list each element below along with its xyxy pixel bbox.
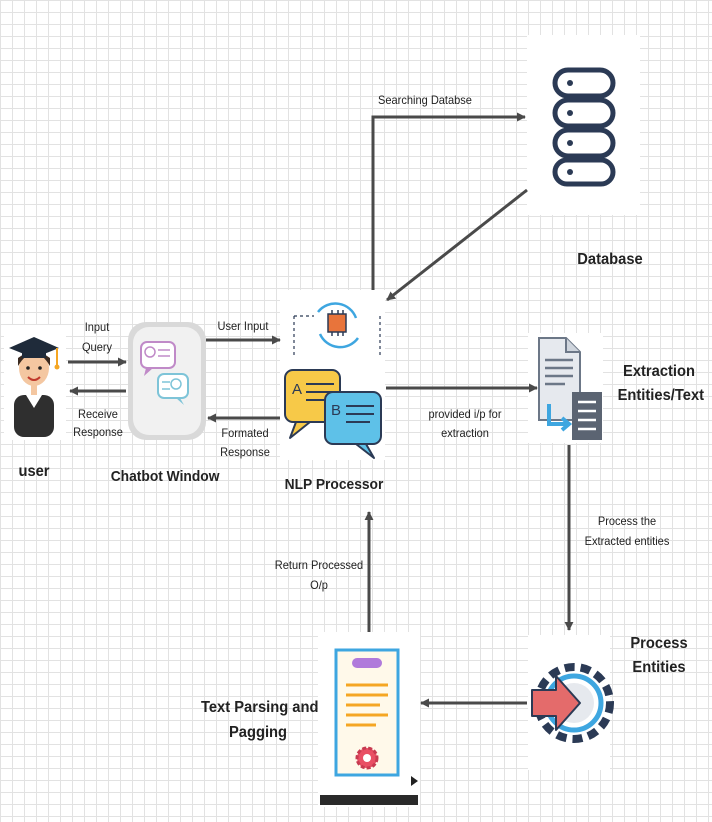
user-label: user xyxy=(18,463,50,480)
edge-return-processed-line2: O/p xyxy=(310,578,328,592)
svg-text:A: A xyxy=(292,381,302,398)
edge-searching-database-label: Searching Databse xyxy=(378,93,472,107)
extraction-label-line1: Extraction xyxy=(623,363,695,380)
edge-return-processed-line1: Return Processed xyxy=(274,558,364,572)
document-extract-icon xyxy=(538,337,602,440)
edge-receive-response-line1: Receive xyxy=(78,407,118,421)
gear-arrow-icon xyxy=(531,663,614,743)
process-entities-label-line2: Entities xyxy=(632,659,686,676)
edge-input-query-line2: Query xyxy=(81,340,113,354)
chip-speech-bubbles-icon: A B xyxy=(284,302,382,459)
edge-formated-response-line1: Formated xyxy=(221,426,269,440)
certificate-document-icon xyxy=(320,648,418,805)
parsing-label-line2: Pagging xyxy=(228,724,288,741)
arrow-database-return xyxy=(386,188,528,302)
chatbot-window-label: Chatbot Window xyxy=(110,468,220,485)
database-label: Database xyxy=(577,251,643,268)
svg-text:B: B xyxy=(331,402,341,419)
chat-bubbles-icon xyxy=(128,322,206,440)
edge-provided-ip-line1: provided i/p for xyxy=(428,407,502,421)
process-entities-label-line1: Process xyxy=(630,635,688,652)
edge-user-input-label: User Input xyxy=(217,319,269,333)
edge-formated-response-line2: Response xyxy=(220,445,270,459)
graduate-student-icon xyxy=(9,337,60,437)
database-icon xyxy=(552,67,616,187)
extraction-label-line2: Entities/Text xyxy=(617,387,705,404)
edge-receive-response-line2: Response xyxy=(73,425,123,439)
edge-input-query-line1: Input xyxy=(84,320,110,334)
arrow-searching-database xyxy=(371,112,526,290)
edge-process-extracted-line1: Process the xyxy=(597,514,657,528)
edge-provided-ip-line2: extraction xyxy=(441,426,489,440)
parsing-label-line1: Text Parsing and xyxy=(200,699,319,716)
edge-process-extracted-line2: Extracted entities xyxy=(584,534,670,548)
nlp-processor-label: NLP Processor xyxy=(284,476,384,493)
